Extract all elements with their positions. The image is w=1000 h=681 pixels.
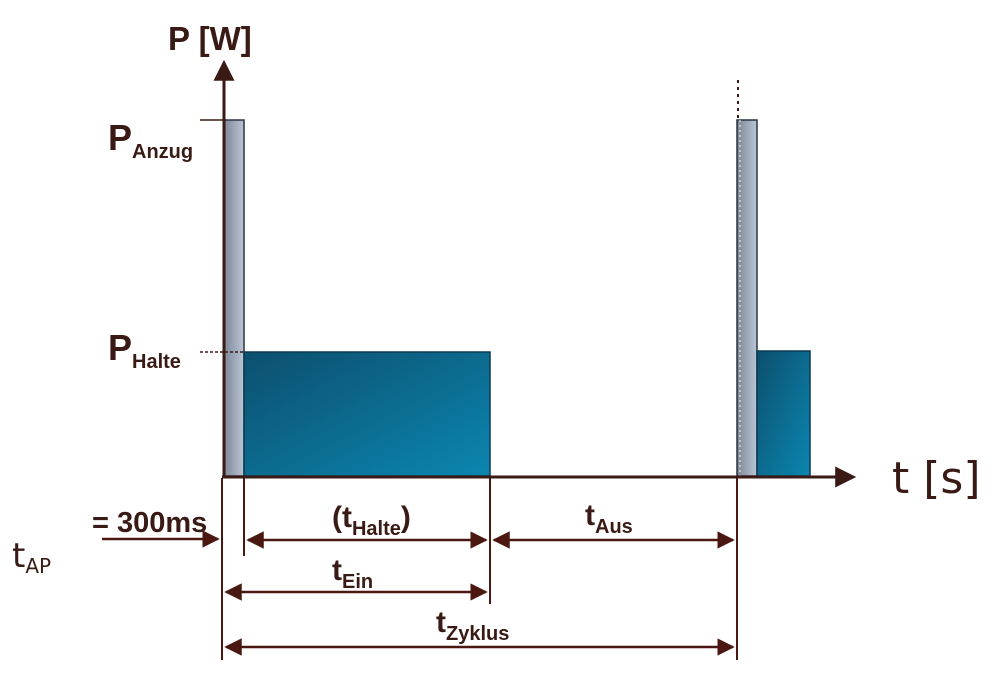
pull-in-pulse-2	[736, 119, 758, 477]
t-halte-label: (tHalte)	[332, 501, 411, 540]
t-zyklus-label: tZyklus	[436, 606, 509, 645]
hold-block-1	[243, 351, 491, 477]
pull-in-pulse-1	[223, 119, 245, 477]
t-ap-label: tAP	[12, 536, 51, 578]
t-aus-label: tAus	[585, 499, 633, 538]
level-halte-label: PHalte	[108, 327, 181, 373]
level-anzug-label: PAnzug	[108, 117, 193, 163]
hold-block-2	[756, 350, 811, 477]
x-axis-label: t [s]	[892, 453, 981, 504]
y-axis-label: P [W]	[168, 20, 252, 57]
t-ap-value: = 300ms	[92, 507, 207, 539]
t-ein-label: tEin	[332, 554, 373, 593]
